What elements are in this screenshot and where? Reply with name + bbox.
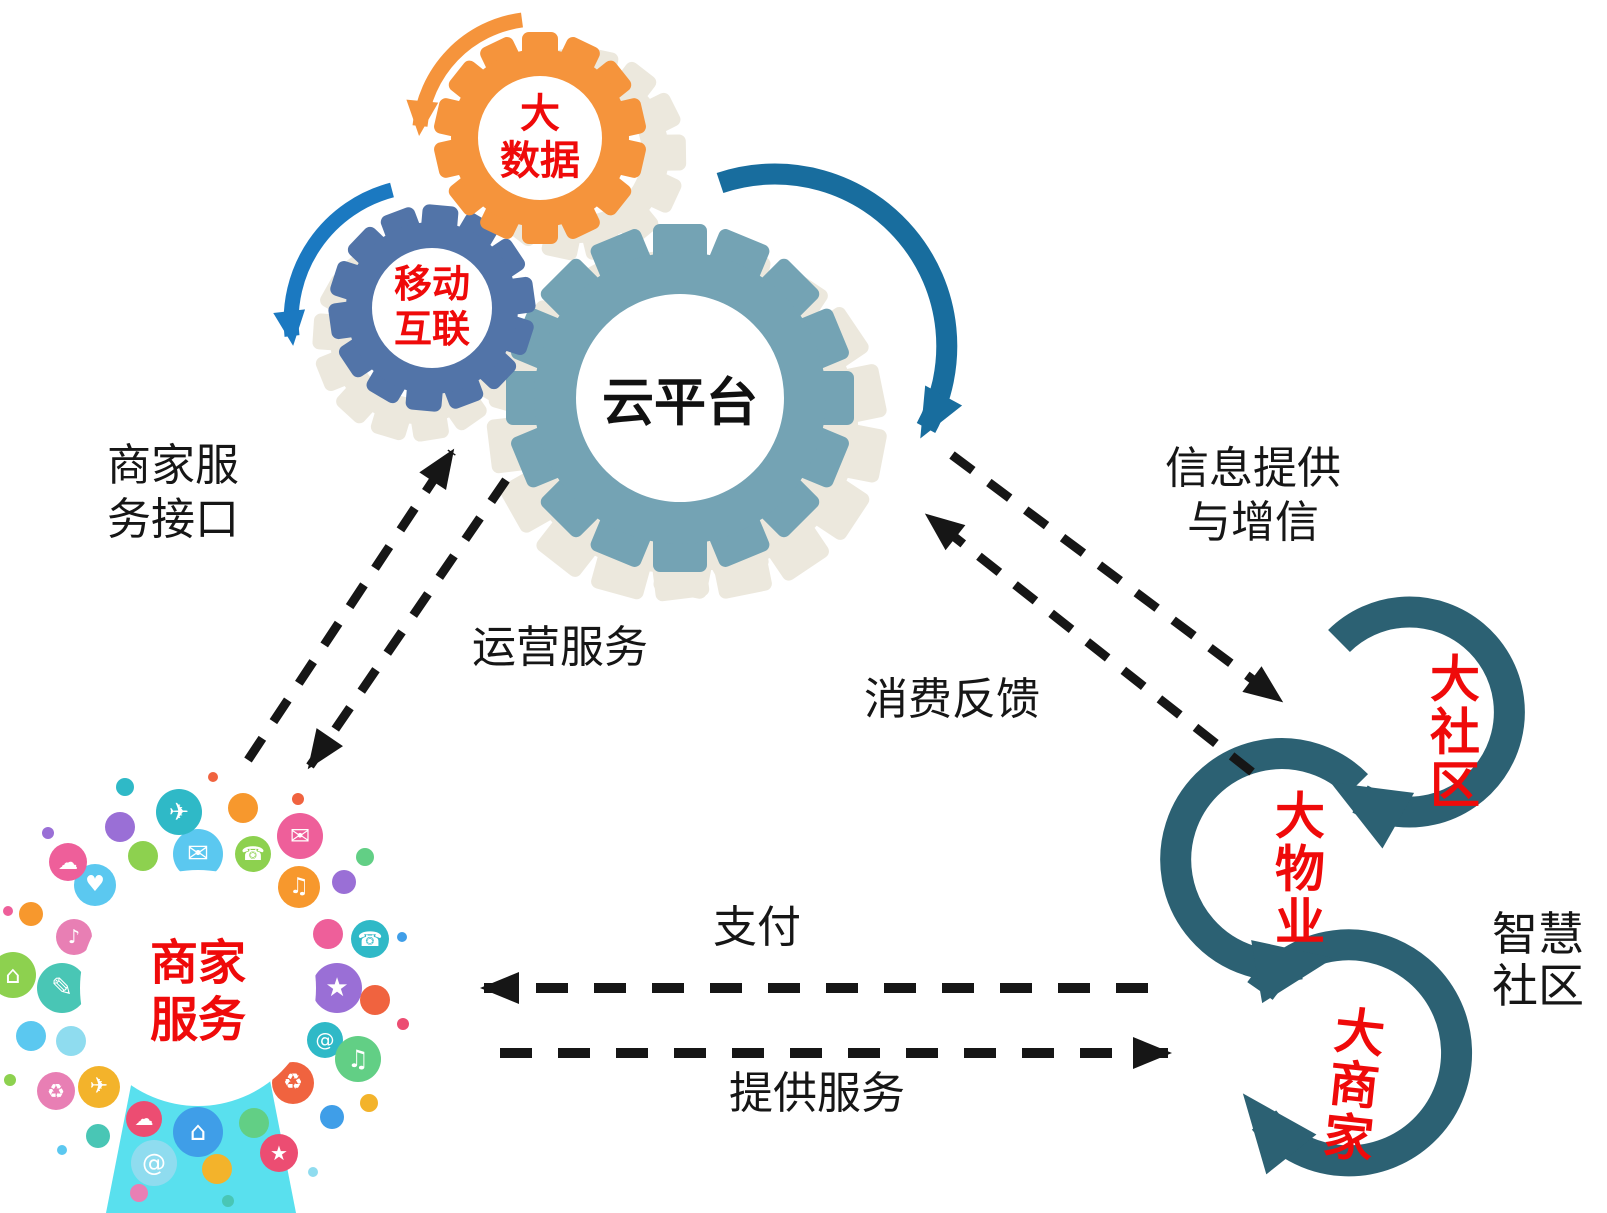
tree-icon-bubble bbox=[42, 827, 54, 839]
tree-icon-bubble bbox=[16, 1021, 46, 1051]
tree-icon-bubble bbox=[3, 906, 13, 916]
merchant-interface-label: 商家服 务接口 bbox=[107, 439, 239, 547]
tree-icon-bubble: ☁ bbox=[49, 843, 87, 881]
label-line: 社区 bbox=[1492, 960, 1584, 1012]
tree-icon-bubble bbox=[320, 1105, 344, 1129]
tree-icon-bubble bbox=[397, 932, 407, 942]
tree-icon-bubble bbox=[116, 778, 134, 796]
tree-icon-bubble bbox=[239, 1108, 269, 1138]
tree-icon-bubble: ♫ bbox=[335, 1036, 381, 1082]
tree-icon-bubble bbox=[57, 1145, 67, 1155]
tree-icon-bubble bbox=[86, 1124, 110, 1148]
label-line: 与增信 bbox=[1187, 498, 1319, 547]
merchant-services-label: 商家 服务 bbox=[150, 935, 246, 1049]
tree-icon-bubble bbox=[360, 985, 390, 1015]
tree-icon-bubble: ♫ bbox=[278, 866, 320, 908]
tree-icon-bubble: ✎ bbox=[37, 963, 87, 1013]
dashed-arrow-consume-feedback bbox=[924, 512, 1255, 776]
label-line: 智慧 bbox=[1492, 908, 1584, 960]
payment-label: 支付 bbox=[713, 903, 801, 952]
label-line: 互联 bbox=[393, 309, 471, 351]
label-line: 务接口 bbox=[107, 495, 239, 544]
tree-icon-bubble bbox=[222, 1195, 234, 1207]
label-line: 服务 bbox=[149, 994, 247, 1047]
tree-icon-bubble: ★ bbox=[312, 963, 362, 1013]
tree-icon-bubble bbox=[4, 1074, 16, 1086]
smart-community-caption: 智慧 社区 bbox=[1492, 908, 1584, 1012]
operation-service-label: 运营服务 bbox=[472, 623, 648, 672]
tree-icon-bubble: ⌂ bbox=[173, 1107, 223, 1157]
tree-icon-bubble: ✈ bbox=[78, 1066, 120, 1108]
tree-icon-bubble bbox=[130, 1184, 148, 1202]
dashed-arrow-to-platform bbox=[244, 448, 456, 763]
cycle-arc-community bbox=[1328, 596, 1525, 849]
gear-cloud-platform: 云平台 bbox=[506, 224, 854, 572]
tree-icon-bubble: @ bbox=[131, 1140, 177, 1186]
provide-service-label: 提供服务 bbox=[729, 1069, 905, 1118]
tree-icon-bubble: ♻ bbox=[37, 1072, 75, 1110]
consume-feedback-label: 消费反馈 bbox=[864, 675, 1040, 724]
tree-icon-bubble: ⌂ bbox=[0, 952, 36, 998]
tree-icon-bubble bbox=[19, 902, 43, 926]
merchant-tree-center bbox=[80, 870, 316, 1106]
tree-icon-bubble: ☎ bbox=[351, 920, 389, 958]
tree-icon-bubble bbox=[228, 793, 258, 823]
label-line: 大 bbox=[520, 92, 560, 136]
big-property-label: 大物业 bbox=[1275, 788, 1325, 951]
tree-icon-bubble bbox=[397, 1018, 409, 1030]
big-community-label: 大社区 bbox=[1430, 651, 1480, 814]
tree-icon-bubble bbox=[128, 841, 158, 871]
big-data-label: 大 数据 bbox=[500, 91, 580, 185]
cycle-arc-property bbox=[1160, 738, 1368, 1004]
cloud-platform-label: 云平台 bbox=[601, 374, 759, 433]
label-line: 移动 bbox=[393, 264, 471, 306]
tree-icon-bubble bbox=[313, 919, 343, 949]
tree-icon-bubble: ☎ bbox=[235, 836, 271, 872]
tree-icon-bubble bbox=[292, 793, 304, 805]
tree-icon-bubble bbox=[356, 848, 374, 866]
tree-icon-bubble: ✈ bbox=[156, 789, 202, 835]
label-line: 数据 bbox=[500, 139, 580, 183]
label-line: 商家 bbox=[149, 937, 247, 990]
tree-icon-bubble: ★ bbox=[260, 1134, 298, 1172]
tree-icon-bubble bbox=[105, 812, 135, 842]
tree-icon-bubble bbox=[208, 772, 218, 782]
gear-mobile-internet: 移动 互联 bbox=[327, 203, 537, 413]
big-merchant-label: 大商家 bbox=[1320, 1002, 1388, 1169]
label-line: 商家服 bbox=[107, 441, 239, 490]
tree-icon-bubble bbox=[360, 1094, 378, 1112]
tree-icon-bubble bbox=[332, 870, 356, 894]
gear-big-data: 大 数据 bbox=[432, 32, 648, 244]
tree-icon-bubble bbox=[308, 1167, 318, 1177]
info-provide-label: 信息提供 与增信 bbox=[1165, 442, 1341, 550]
tree-icon-bubble bbox=[56, 1026, 86, 1056]
tree-icon-bubble: ✉ bbox=[277, 813, 323, 859]
mobile-internet-label: 移动 互联 bbox=[394, 263, 470, 353]
tree-icon-bubble bbox=[202, 1154, 232, 1184]
tree-icon-bubble: ☁ bbox=[126, 1101, 162, 1137]
label-line: 信息提供 bbox=[1165, 444, 1341, 493]
